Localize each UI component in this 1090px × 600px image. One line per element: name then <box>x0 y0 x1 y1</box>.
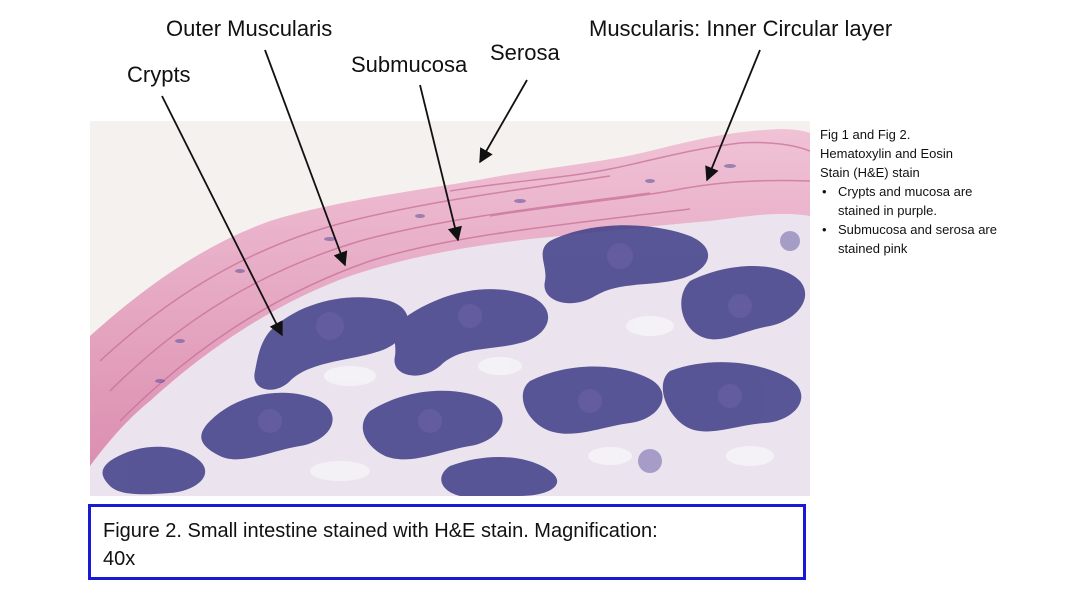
label-serosa: Serosa <box>490 40 560 65</box>
side-note: Fig 1 and Fig 2. Hematoxylin and Eosin S… <box>820 125 1010 258</box>
caption-line1: Figure 2. Small intestine stained with H… <box>103 520 658 542</box>
label-inner-circular-layer: Muscularis: Inner Circular layer <box>589 16 893 41</box>
side-note-heading-line3: Stain (H&E) stain <box>820 165 920 180</box>
side-note-heading-line2: Hematoxylin and Eosin <box>820 146 953 161</box>
figure-caption: Figure 2. Small intestine stained with H… <box>88 504 806 580</box>
label-submucosa: Submucosa <box>351 52 468 77</box>
caption-line2: 40x <box>103 548 136 570</box>
side-note-bullets: Crypts and mucosa are stained in purple.… <box>820 182 1010 258</box>
side-note-bullet: Crypts and mucosa are stained in purple. <box>820 182 1010 220</box>
side-note-bullet: Submucosa and serosa are stained pink <box>820 220 1010 258</box>
label-crypts: Crypts <box>127 62 191 87</box>
label-outer-muscularis: Outer Muscularis <box>166 16 333 41</box>
side-note-heading-line1: Fig 1 and Fig 2. <box>820 127 911 142</box>
micrograph-image <box>90 121 810 496</box>
